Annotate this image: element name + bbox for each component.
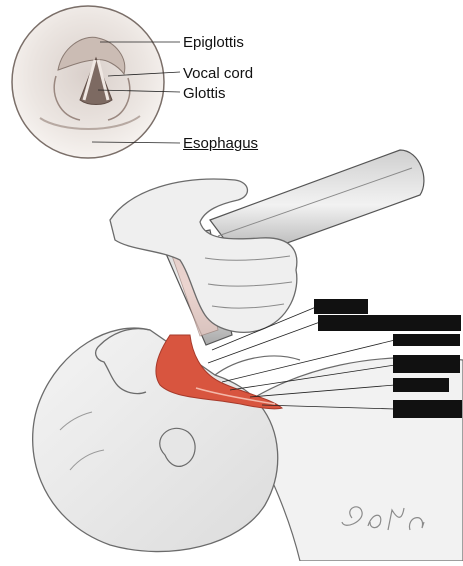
redacted-label-5 (393, 378, 449, 392)
label-epiglottis: Epiglottis (183, 35, 244, 50)
label-vocal-cord: Vocal cord (183, 66, 253, 81)
redacted-label-1 (314, 299, 368, 314)
redacted-label-3 (393, 334, 460, 346)
redacted-label-2 (318, 315, 461, 331)
infant-neck (215, 356, 300, 375)
larynx-inset (12, 6, 180, 158)
label-glottis: Glottis (183, 86, 226, 101)
label-esophagus: Esophagus (183, 136, 258, 151)
redacted-label-6 (393, 400, 462, 418)
redacted-label-4 (393, 355, 460, 373)
